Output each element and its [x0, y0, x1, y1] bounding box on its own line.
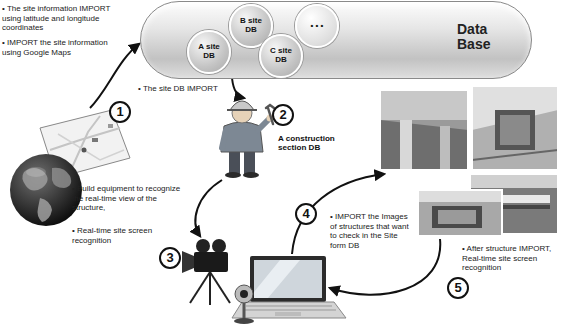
- node-text: B site DB: [235, 17, 267, 35]
- callout-number: 4: [295, 203, 317, 225]
- worker-figure: [221, 101, 274, 178]
- laptop-webcam: [232, 256, 346, 324]
- step-note: • IMPORT the Images of structures that w…: [330, 212, 410, 250]
- database-title: Data Base: [457, 22, 517, 53]
- database-pill: Data Base A site DB B site DB C site DB • • …: [140, 1, 532, 79]
- flow-arrow: [195, 180, 222, 236]
- import-arrow: [232, 79, 244, 98]
- step-note: • The site information IMPORT using lati…: [2, 4, 117, 33]
- flow-arrow: [90, 44, 139, 108]
- callout-number: 3: [159, 247, 181, 269]
- callout-number: 5: [447, 277, 469, 299]
- step-note: • After structure IMPORT, Real-time site…: [462, 244, 560, 273]
- node-text: A site DB: [193, 43, 225, 61]
- callout-number: 1: [109, 101, 131, 123]
- construction-db-text: A construction section DB: [278, 134, 338, 153]
- step-note: • IMPORT the site information using Goog…: [2, 38, 117, 57]
- node-text: C site DB: [265, 47, 297, 65]
- callout-number: 2: [272, 104, 294, 126]
- globe-picture: [10, 154, 82, 226]
- step-note: • Real-time site screen recognition: [72, 226, 182, 245]
- node-text: • • •: [301, 22, 333, 31]
- construction-db-figure: A construction section DB: [208, 94, 338, 178]
- video-camera: [182, 239, 230, 305]
- step-note: • Build equipment to recognize the real-…: [72, 184, 182, 213]
- step-note: • The site DB IMPORT: [138, 84, 230, 94]
- more-db-circle: • • •: [295, 4, 339, 48]
- site-db-circle: A site DB: [187, 30, 231, 74]
- site-db-circle: C site DB: [259, 34, 303, 78]
